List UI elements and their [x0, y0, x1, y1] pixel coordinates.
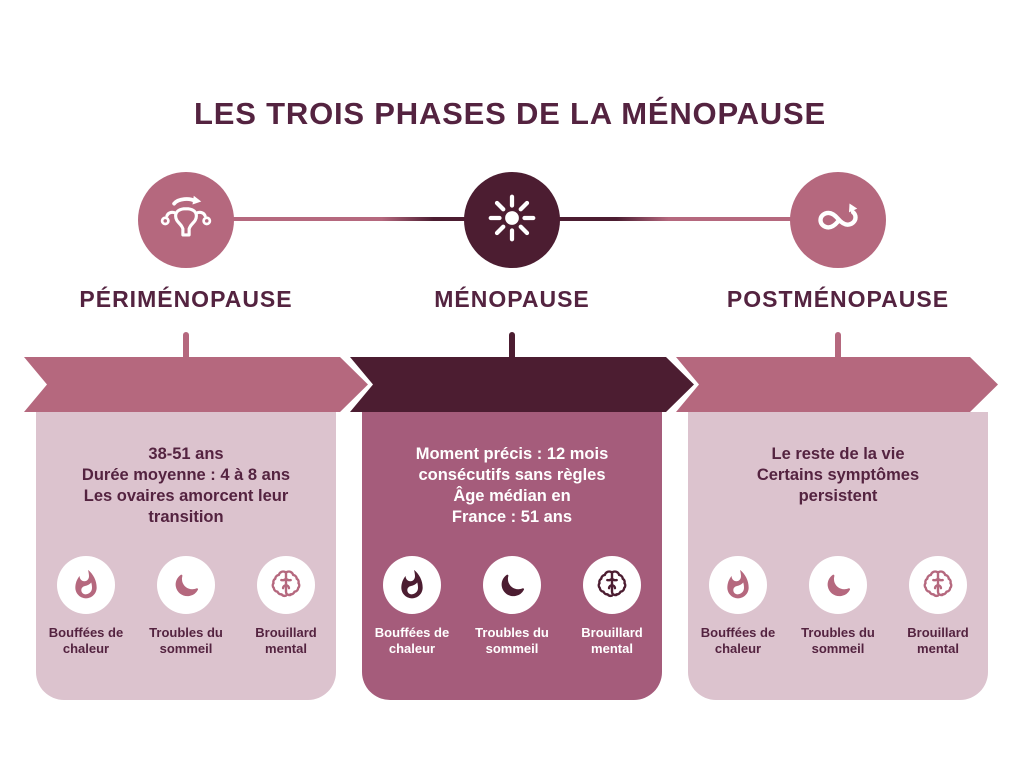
moon-icon: [483, 556, 541, 614]
symptom-hot-flashes: Bouffées de chaleur: [38, 556, 134, 657]
symptom-brain-fog: Brouillard mental: [564, 556, 660, 657]
symptom-label: Brouillard mental: [255, 625, 317, 656]
postmenopause-label: POSTMÉNOPAUSE: [726, 286, 950, 312]
sunburst-icon: [482, 188, 542, 253]
perimenopause-circle: [138, 172, 234, 268]
symptom-list: Bouffées de chaleur Troubles du sommeil …: [36, 556, 336, 657]
flame-icon: [57, 556, 115, 614]
moon-icon: [809, 556, 867, 614]
menopause-description: Moment précis : 12 mois consécutifs sans…: [362, 412, 662, 528]
uterus-cycle-icon: [156, 188, 216, 253]
description-line: Âge médian en: [453, 487, 571, 505]
description-line: Certains symptômes: [756, 466, 920, 484]
symptom-label: Troubles du sommeil: [475, 625, 549, 656]
symptom-label: Brouillard mental: [907, 625, 969, 656]
tick-perimenopause: [183, 332, 189, 364]
tick-postmenopause: [835, 332, 841, 364]
postmenopause-card: Le reste de la vie Certains symptômes pe…: [688, 412, 988, 700]
symptom-label: Troubles du sommeil: [801, 625, 875, 656]
brain-icon: [909, 556, 967, 614]
symptom-brain-fog: Brouillard mental: [238, 556, 334, 657]
symptom-label: Brouillard mental: [581, 625, 643, 656]
symptom-label: Bouffées de chaleur: [700, 625, 776, 656]
banner-perimenopause: [24, 357, 368, 412]
symptom-list: Bouffées de chaleur Troubles du sommeil …: [362, 556, 662, 657]
menopause-card: Moment précis : 12 mois consécutifs sans…: [362, 412, 662, 700]
flame-icon: [383, 556, 441, 614]
description-line: 38-51 ans: [148, 445, 224, 463]
infinity-arrow-icon: [808, 188, 868, 253]
moon-icon: [157, 556, 215, 614]
description-line: persistent: [798, 487, 878, 505]
perimenopause-description: 38-51 ans Durée moyenne : 4 à 8 ans Les …: [36, 412, 336, 528]
symptom-label: Bouffées de chaleur: [374, 625, 450, 656]
menopause-label: MÉNOPAUSE: [434, 286, 590, 312]
description-line: Le reste de la vie: [771, 445, 905, 463]
phase-banner-arrows: [24, 332, 998, 412]
description-line: consécutifs sans règles: [418, 466, 606, 484]
flame-icon: [709, 556, 767, 614]
symptom-sleep: Troubles du sommeil: [790, 556, 886, 657]
tick-menopause: [509, 332, 515, 364]
menopause-circle: [464, 172, 560, 268]
banner-menopause: [350, 357, 694, 412]
description-line: Les ovaires amorcent leur: [83, 487, 289, 505]
description-line: transition: [148, 508, 224, 526]
symptom-brain-fog: Brouillard mental: [890, 556, 986, 657]
symptom-sleep: Troubles du sommeil: [464, 556, 560, 657]
symptom-label: Bouffées de chaleur: [48, 625, 124, 656]
symptom-hot-flashes: Bouffées de chaleur: [690, 556, 786, 657]
page-title: LES TROIS PHASES DE LA MÉNOPAUSE: [194, 96, 826, 131]
brain-icon: [583, 556, 641, 614]
banner-postmenopause: [676, 357, 998, 412]
postmenopause-description: Le reste de la vie Certains symptômes pe…: [688, 412, 988, 507]
description-line: France : 51 ans: [451, 508, 573, 526]
perimenopause-card: 38-51 ans Durée moyenne : 4 à 8 ans Les …: [36, 412, 336, 700]
symptom-label: Troubles du sommeil: [149, 625, 223, 656]
perimenopause-label: PÉRIMÉNOPAUSE: [79, 286, 293, 312]
symptom-hot-flashes: Bouffées de chaleur: [364, 556, 460, 657]
symptom-sleep: Troubles du sommeil: [138, 556, 234, 657]
description-line: Moment précis : 12 mois: [415, 445, 609, 463]
description-line: Durée moyenne : 4 à 8 ans: [81, 466, 291, 484]
postmenopause-circle: [790, 172, 886, 268]
symptom-list: Bouffées de chaleur Troubles du sommeil …: [688, 556, 988, 657]
brain-icon: [257, 556, 315, 614]
